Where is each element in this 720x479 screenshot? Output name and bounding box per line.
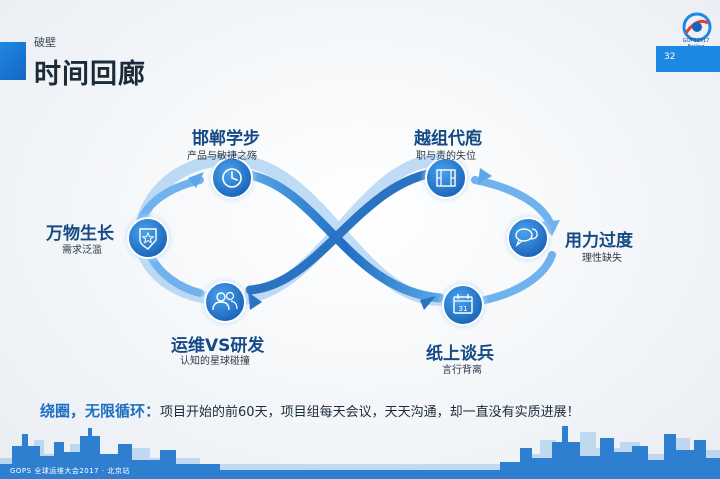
arrow-head-right-top [478, 168, 492, 184]
section-label: 破壁 [34, 36, 56, 49]
calendar-icon: 31 [453, 294, 473, 314]
summary-separator: ： [145, 402, 161, 420]
node-title-zhishang: 纸上谈兵 [426, 344, 494, 364]
node-yunwei [199, 276, 251, 328]
arrow-head-left-top [188, 172, 204, 188]
node-title-yunwei: 运维VS研发 [171, 336, 265, 356]
title-accent-bar [0, 42, 26, 80]
summary-lead: 绕圈，无限循环 [40, 402, 146, 420]
page-title: 时间回廊 [34, 59, 146, 90]
star-shield-icon [139, 228, 157, 250]
node-title-yuezu: 越组代庖 [414, 129, 482, 149]
node-title-handan: 邯郸学步 [192, 129, 260, 149]
node-zhishang: 31 [437, 279, 489, 331]
arrow-head-left-bottom [248, 292, 262, 310]
node-subtitle-zhishang: 言行背离 [442, 365, 482, 376]
page-number: 32 [664, 52, 676, 62]
node-subtitle-yuezu: 职与责的失位 [416, 151, 476, 162]
footer-text: GOPS 全球运维大会2017 · 北京站 [10, 467, 130, 475]
city-skyline-graphic [0, 426, 720, 479]
node-wanwu [122, 212, 174, 264]
node-subtitle-handan: 产品与敏捷之殇 [187, 151, 257, 162]
arrow-head-right-bottom [420, 296, 436, 310]
chat-bubbles-icon [515, 228, 538, 247]
node-title-yongli: 用力过度 [565, 231, 633, 251]
node-subtitle-yongli: 理性缺失 [582, 253, 622, 264]
logo-line1: GOPS2017 [682, 38, 710, 44]
loop-band-up [245, 167, 445, 295]
page-number-tab [656, 46, 720, 72]
node-yongli [502, 212, 554, 264]
calendar-date: 31 [459, 305, 468, 313]
node-yuezu [420, 152, 472, 204]
summary-line: 绕圈，无限循环：项目开始的前60天，项目组每天会议，天天沟通，却一直没有实质进展… [40, 400, 580, 421]
users-icon [212, 291, 238, 311]
node-title-wanwu: 万物生长 [46, 224, 114, 244]
node-subtitle-wanwu: 需求泛滥 [62, 245, 102, 256]
node-handan [206, 152, 258, 204]
summary-text: 项目开始的前60天，项目组每天会议，天天沟通，却一直没有实质进展！ [160, 405, 580, 420]
node-subtitle-yunwei: 认知的星球碰撞 [180, 356, 250, 367]
right-arc-bottom [481, 251, 556, 304]
gops-logo-icon [682, 12, 712, 42]
film-icon [436, 169, 456, 187]
clock-icon [222, 168, 242, 188]
